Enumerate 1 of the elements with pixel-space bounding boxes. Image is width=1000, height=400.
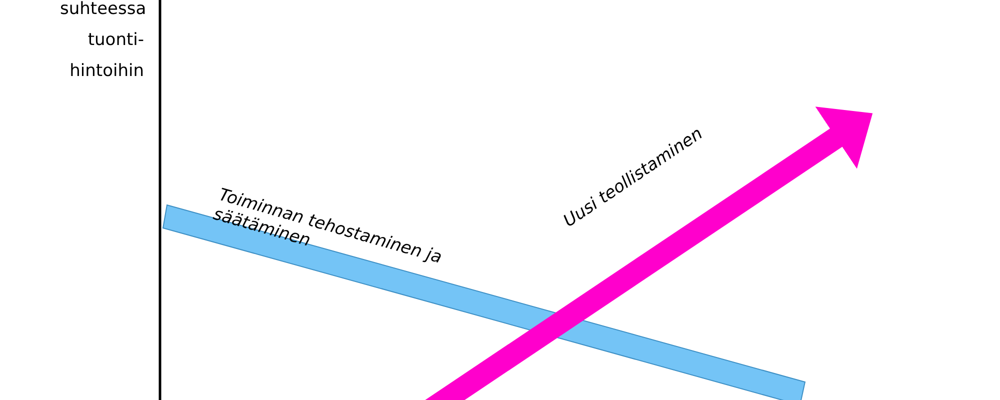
axis-label: suhteessa tuonti-hintoihin <box>60 0 144 83</box>
